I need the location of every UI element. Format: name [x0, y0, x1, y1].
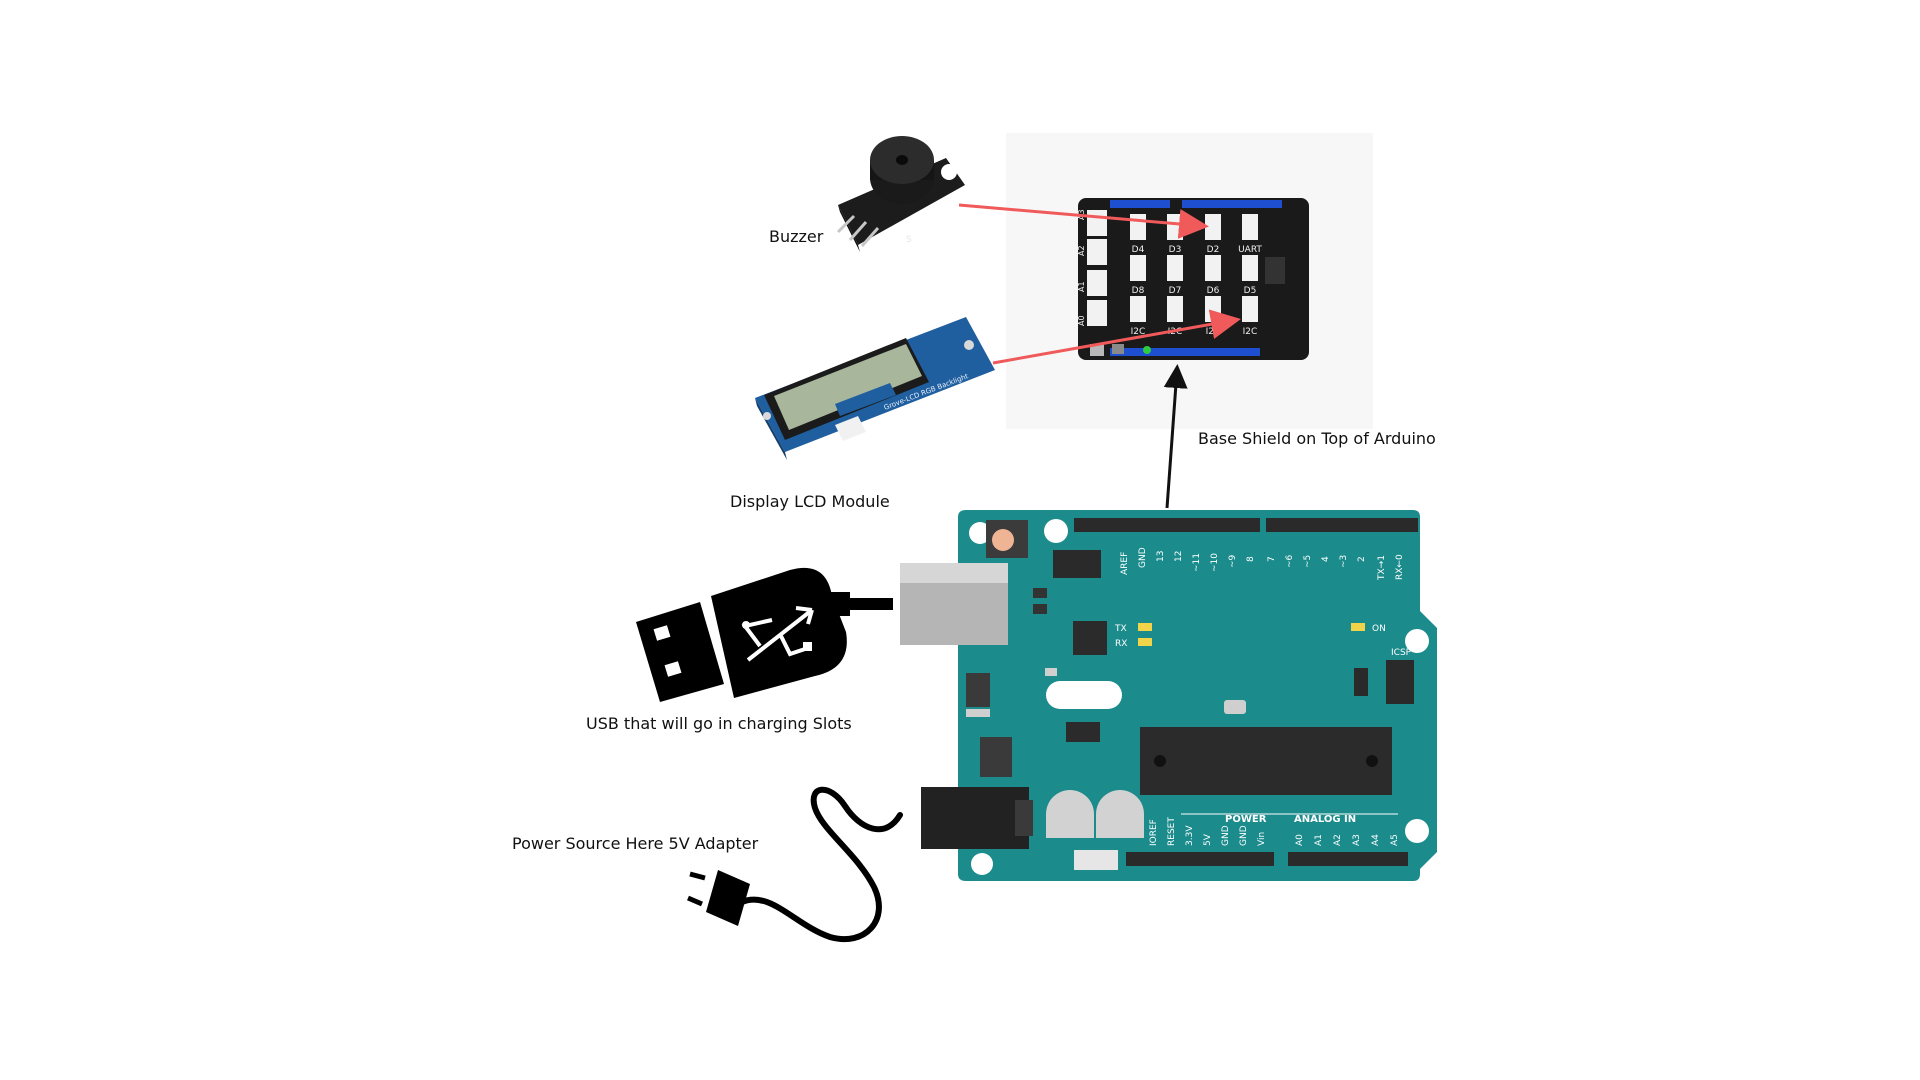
icsp-label: ICSP — [1391, 648, 1412, 658]
arduino-analog-pin-labels: A0 A1 A2 A3 A4 A5 — [1295, 834, 1400, 846]
pin-gnd-1: GND — [1221, 825, 1231, 846]
shield-port-d5: D5 — [1244, 286, 1257, 296]
usb-label: USB that will go in charging Slots — [586, 714, 852, 733]
pin-3: ~3 — [1339, 555, 1349, 568]
pin-12: 12 — [1174, 551, 1184, 562]
arduino-power-pin-labels: IOREF RESET 3.3V 5V GND GND Vin — [1149, 817, 1267, 846]
shield-port-d6: D6 — [1207, 286, 1220, 296]
pin-9: ~9 — [1228, 554, 1238, 568]
pin-7: 7 — [1267, 556, 1277, 562]
lcd-label: Display LCD Module — [730, 492, 890, 511]
pin-gnd-2: GND — [1239, 825, 1249, 846]
shield-port-d7: D7 — [1169, 286, 1182, 296]
arduino-to-shield-arrow — [1163, 364, 1188, 509]
power-plug-icon — [687, 786, 903, 942]
power-header-title: POWER — [1225, 814, 1267, 825]
pin-5: ~5 — [1303, 555, 1313, 568]
pin-a4: A4 — [1371, 834, 1381, 846]
pin-rx0: RX←0 — [1395, 554, 1405, 580]
shield-port-d8: D8 — [1132, 286, 1145, 296]
pin-aref: AREF — [1120, 552, 1130, 575]
shield-port-uart: UART — [1238, 245, 1262, 255]
shield-port-d2: D2 — [1207, 245, 1220, 255]
pin-a2: A2 — [1333, 834, 1343, 846]
shield-label: Base Shield on Top of Arduino — [1198, 429, 1436, 448]
pin-a0: A0 — [1295, 834, 1305, 846]
pin-8: 8 — [1246, 556, 1256, 562]
pin-a3: A3 — [1352, 834, 1362, 846]
shield-port-d4: D4 — [1132, 245, 1145, 255]
tx-led-label: TX — [1114, 624, 1127, 634]
pin-2: 2 — [1357, 556, 1367, 562]
shield-port-a2: A2 — [1077, 245, 1086, 256]
pin-11: ~11 — [1192, 553, 1202, 572]
shield-port-i2c-3: I2C — [1206, 327, 1221, 337]
pin-a1: A1 — [1314, 834, 1324, 846]
shield-port-a1: A1 — [1077, 281, 1086, 292]
rx-led-label: RX — [1115, 639, 1127, 649]
pin-13: 13 — [1156, 551, 1166, 562]
pin-gnd: GND — [1138, 547, 1148, 568]
pin-6: ~6 — [1285, 554, 1295, 568]
arduino-top-header-labels: AREF GND 13 12 ~11 ~10 ~9 8 7 ~6 ~5 4 ~3… — [1120, 547, 1405, 581]
lcd-to-i2c-arrow — [992, 309, 1241, 365]
buzzer-module: S — [836, 136, 965, 252]
pin-5v: 5V — [1203, 833, 1213, 846]
buzzer-pin-label: S — [906, 235, 912, 245]
pin-reset: RESET — [1167, 817, 1177, 846]
buzzer-to-d2-arrow — [958, 203, 1209, 239]
analog-header-title: ANALOG IN — [1294, 814, 1356, 825]
lcd-module: Grove-LCD RGB Backlight — [755, 317, 995, 460]
on-led-label: ON — [1372, 624, 1386, 634]
pin-vin: Vin — [1257, 832, 1267, 846]
buzzer-label: Buzzer — [769, 227, 824, 246]
shield-port-d3: D3 — [1169, 245, 1182, 255]
pin-a5: A5 — [1390, 834, 1400, 846]
power-label: Power Source Here 5V Adapter — [512, 834, 759, 853]
pin-3v3: 3.3V — [1185, 825, 1195, 846]
shield-port-i2c-4: I2C — [1243, 327, 1258, 337]
shield-port-a0: A0 — [1077, 315, 1086, 326]
pin-4: 4 — [1321, 556, 1331, 562]
arduino-board: AREF GND 13 12 ~11 ~10 ~9 8 7 ~6 ~5 4 ~3… — [900, 510, 1437, 881]
usb-plug-icon — [636, 567, 893, 702]
shield-port-i2c-1: I2C — [1131, 327, 1146, 337]
base-shield: A3 A2 A1 A0 D4 D3 D2 — [1006, 133, 1373, 429]
pin-tx1: TX→1 — [1377, 555, 1387, 581]
pin-ioref: IOREF — [1149, 819, 1159, 846]
pin-10: ~10 — [1210, 553, 1220, 572]
